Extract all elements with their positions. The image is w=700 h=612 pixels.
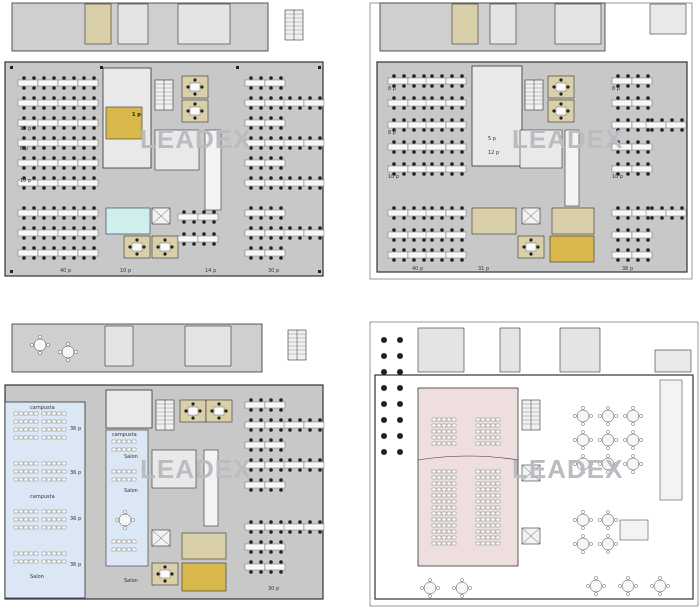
plan2-label: 5 p	[488, 136, 496, 142]
plan1-label: 40 p	[60, 268, 71, 274]
floor-plan-1: 40 p 10 p 14 p 30 p 1 p 10 p 8 p 10 p	[2, 2, 332, 285]
plan2-label: 40 p	[412, 266, 423, 272]
plan3-label: Salon	[30, 574, 44, 580]
plan3-label: 36 p	[70, 516, 81, 522]
floor-plan-3: campusta 36 p 36 p campusta 36 p Salon 3…	[2, 322, 332, 606]
plan1-label: 10 p	[120, 268, 131, 274]
plan1-label: 14 p	[205, 268, 216, 274]
plan2-label: 8 p	[388, 86, 396, 92]
plan2-label: 31 p	[478, 266, 489, 272]
plan2-label: 8 p	[612, 86, 620, 92]
plan3-label: Salon	[124, 488, 138, 494]
plan1-label: 1 p	[132, 112, 141, 118]
watermark: LEADEX	[140, 124, 251, 154]
floor-plan-4	[369, 321, 699, 607]
plan1-label: 8 p	[20, 146, 28, 152]
plan3-label: campusta	[112, 432, 137, 438]
plan3-label: campusta	[30, 494, 55, 500]
plan2-label: 10 p	[388, 174, 399, 180]
plan3-label: 36 p	[70, 470, 81, 476]
plan3-label: 36 p	[70, 426, 81, 432]
plan3-label: 36 p	[70, 562, 81, 568]
plan3-label: 30 p	[268, 586, 279, 592]
watermark: LEADEX	[512, 124, 623, 154]
plan1-label: 10 p	[20, 178, 31, 184]
watermark: LEADEX	[140, 454, 251, 484]
plan3-label: Salon	[124, 454, 138, 460]
plan3-label: Salon	[124, 578, 138, 584]
plan3-label: campusta	[30, 405, 55, 411]
plan2-label: 8 p	[388, 130, 396, 136]
watermark: LEADEX	[512, 454, 623, 484]
plan2-label: 36 p	[622, 266, 633, 272]
plan2-label: 12 p	[488, 150, 499, 156]
plan1-label: 30 p	[268, 268, 279, 274]
plan2-label: 10 p	[612, 174, 623, 180]
plan1-label: 10 p	[20, 126, 31, 132]
floor-plan-2: 40 p 31 p 36 p 8 p 8 p 10 p 8 p 10 p 5 p…	[369, 2, 693, 280]
